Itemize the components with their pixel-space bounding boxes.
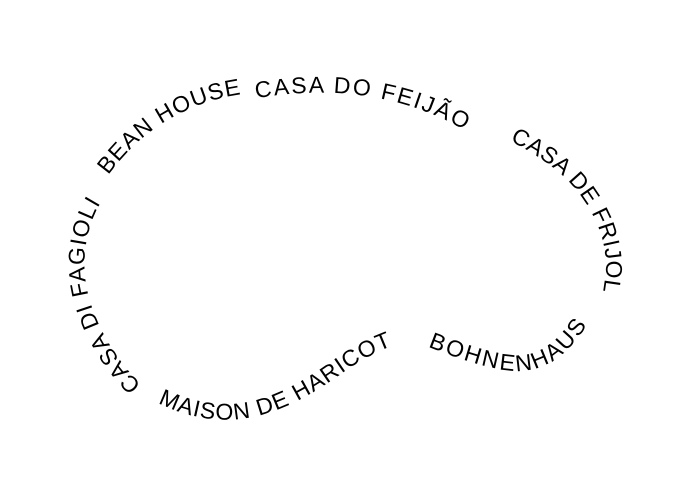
label-bohnenhaus-text: BOHNENHAUS (426, 312, 590, 377)
label-casa-di-fagioli: CASA DI FAGIOLI (63, 191, 145, 399)
label-bohnenhaus: BOHNENHAUS (426, 312, 592, 377)
label-casa-de-frijol-text: CASA DE FRIJOL (508, 122, 627, 295)
label-maison-de-haricot: MAISON DE HARICOT (156, 326, 395, 425)
label-casa-do-feijao-text: CASA DO FEIJÃO (253, 72, 474, 136)
label-casa-de-frijol: CASA DE FRIJOL (508, 122, 628, 295)
label-casa-di-fagioli-text: CASA DI FAGIOLI (63, 191, 144, 399)
label-maison-de-haricot-text: MAISON DE HARICOT (156, 326, 394, 425)
label-casa-do-feijao: CASA DO FEIJÃO (253, 72, 476, 136)
label-bean-house: BEAN HOUSE (92, 73, 243, 178)
label-bean-house-text: BEAN HOUSE (92, 73, 242, 178)
